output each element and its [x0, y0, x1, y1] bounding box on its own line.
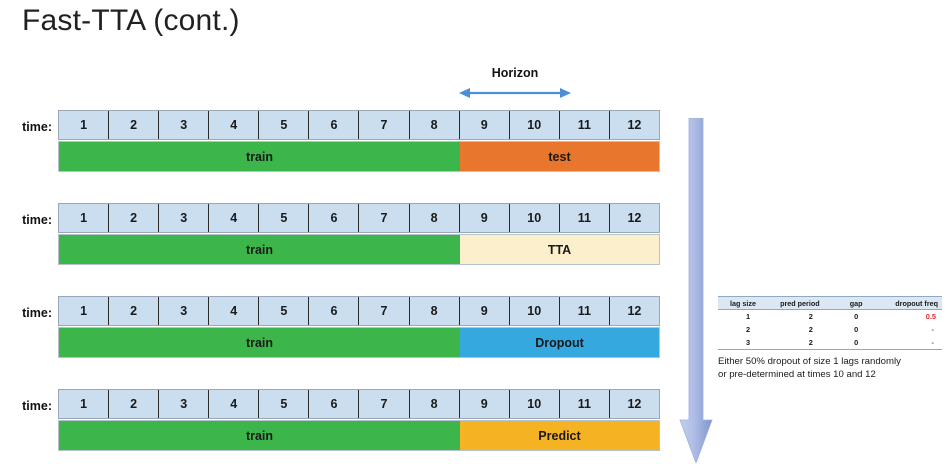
segment-train[interactable]: train	[59, 235, 460, 264]
time-cell[interactable]: 10	[509, 111, 560, 139]
horizon-label: Horizon	[491, 66, 539, 80]
parameter-panel: lag size pred period gap dropout freq 1 …	[718, 296, 944, 381]
time-cell[interactable]: 1	[59, 390, 110, 418]
time-cell[interactable]: 11	[559, 111, 610, 139]
panel-caption-line-2: or pre-determined at times 10 and 12	[718, 369, 876, 380]
time-cell[interactable]: 7	[359, 204, 410, 232]
column-header-dropout-freq: dropout freq	[868, 296, 942, 310]
time-axis-label: time:	[22, 306, 52, 320]
time-cell[interactable]: 3	[159, 111, 210, 139]
cell-dropout-freq: -	[868, 336, 942, 350]
time-cell[interactable]: 7	[359, 111, 410, 139]
time-cell[interactable]: 5	[259, 297, 310, 325]
cell-lag-size: 2	[745, 325, 751, 334]
segment-bands: train Predict	[58, 420, 660, 451]
segment-test[interactable]: test	[460, 142, 659, 171]
panel-caption-line-1: Either 50% dropout of size 1 lags random…	[718, 356, 901, 367]
cell-pred-period: 2	[808, 325, 813, 334]
time-cell[interactable]: 2	[109, 111, 160, 139]
segment-bands: train Dropout	[58, 327, 660, 358]
panel-caption: Either 50% dropout of size 1 lags random…	[718, 355, 944, 381]
time-cell[interactable]: 1	[59, 204, 110, 232]
time-cell[interactable]: 5	[259, 111, 310, 139]
down-arrow-icon	[679, 118, 713, 463]
time-cell[interactable]: 12	[609, 204, 659, 232]
time-cell[interactable]: 11	[559, 390, 610, 418]
table-row: 1 2 0 0.5	[718, 310, 942, 324]
segment-predict[interactable]: Predict	[460, 421, 659, 450]
cell-lag-size: 1	[745, 312, 751, 321]
page-title: Fast-TTA (cont.)	[22, 4, 240, 37]
time-cell[interactable]: 10	[509, 297, 560, 325]
time-cells: 1 2 3 4 5 6 7 8 9 10 11 12	[58, 203, 660, 233]
segment-train[interactable]: train	[59, 142, 460, 171]
time-cell[interactable]: 8	[409, 111, 460, 139]
segment-bands: train TTA	[58, 234, 660, 265]
table-row: 3 2 0 -	[718, 336, 942, 350]
cell-gap: 0	[854, 312, 859, 321]
cell-pred-period: 2	[778, 336, 844, 350]
time-cell[interactable]: 11	[559, 297, 610, 325]
column-header-gap: gap	[843, 296, 869, 310]
time-cell[interactable]: 8	[409, 297, 460, 325]
time-cell[interactable]: 12	[609, 297, 659, 325]
time-cell[interactable]: 9	[459, 111, 510, 139]
table-row: 2 2 0 -	[718, 323, 942, 336]
cell-gap: 0	[843, 336, 869, 350]
time-cell[interactable]: 3	[159, 390, 210, 418]
segment-tta[interactable]: TTA	[460, 235, 659, 264]
column-header-lag-size: lag size	[718, 296, 779, 310]
cell-pred-period: 2	[808, 312, 813, 321]
time-cell[interactable]: 1	[59, 111, 110, 139]
horizon-marker: Horizon	[455, 66, 575, 102]
time-cell[interactable]: 5	[259, 390, 310, 418]
time-cell[interactable]: 8	[409, 204, 460, 232]
cell-dropout-freq: -	[931, 325, 934, 334]
time-cell[interactable]: 4	[209, 204, 260, 232]
table-header-row: lag size pred period gap dropout freq	[718, 296, 942, 310]
segment-train[interactable]: train	[59, 421, 460, 450]
time-cell[interactable]: 12	[609, 390, 659, 418]
time-axis-label: time:	[22, 120, 52, 134]
time-cells: 1 2 3 4 5 6 7 8 9 10 11 12	[58, 296, 660, 326]
time-cell[interactable]: 4	[209, 390, 260, 418]
time-cell[interactable]: 8	[409, 390, 460, 418]
segment-train[interactable]: train	[59, 328, 460, 357]
time-cell[interactable]: 6	[309, 204, 360, 232]
time-cell[interactable]: 12	[609, 111, 659, 139]
time-axis-label: time:	[22, 213, 52, 227]
segment-bands: train test	[58, 141, 660, 172]
time-cell[interactable]: 11	[559, 204, 610, 232]
time-cell[interactable]: 2	[109, 390, 160, 418]
time-cell[interactable]: 9	[459, 297, 510, 325]
time-cell[interactable]: 2	[109, 297, 160, 325]
segment-dropout[interactable]: Dropout	[460, 328, 659, 357]
time-axis-label: time:	[22, 399, 52, 413]
cell-dropout-freq: 0.5	[925, 312, 936, 321]
parameter-table: lag size pred period gap dropout freq 1 …	[718, 296, 942, 350]
time-cell[interactable]: 10	[509, 390, 560, 418]
cell-lag-size: 3	[718, 336, 779, 350]
time-cell[interactable]: 2	[109, 204, 160, 232]
time-cell[interactable]: 4	[209, 297, 260, 325]
time-cell[interactable]: 6	[309, 111, 360, 139]
column-header-pred-period: pred period	[778, 296, 844, 310]
time-cell[interactable]: 9	[459, 390, 510, 418]
time-cell[interactable]: 9	[459, 204, 510, 232]
time-cell[interactable]: 1	[59, 297, 110, 325]
double-headed-horizontal-arrow-icon	[459, 88, 571, 98]
time-cell[interactable]: 3	[159, 204, 210, 232]
time-cells: 1 2 3 4 5 6 7 8 9 10 11 12	[58, 389, 660, 419]
time-cell[interactable]: 7	[359, 297, 410, 325]
time-cell[interactable]: 6	[309, 390, 360, 418]
time-cell[interactable]: 4	[209, 111, 260, 139]
time-cell[interactable]: 10	[509, 204, 560, 232]
time-cells: 1 2 3 4 5 6 7 8 9 10 11 12	[58, 110, 660, 140]
time-cell[interactable]: 6	[309, 297, 360, 325]
cell-gap: 0	[854, 325, 859, 334]
time-cell[interactable]: 5	[259, 204, 310, 232]
time-cell[interactable]: 3	[159, 297, 210, 325]
time-cell[interactable]: 7	[359, 390, 410, 418]
